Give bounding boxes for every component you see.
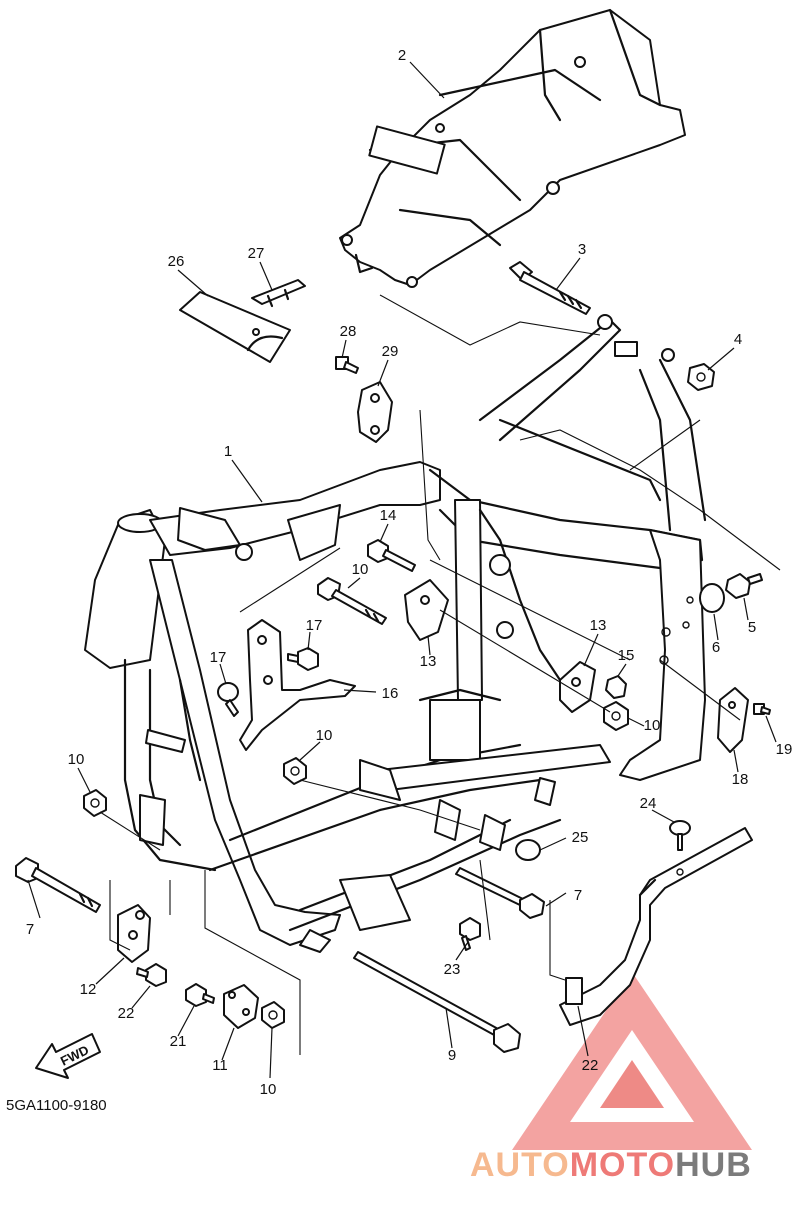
callout-22: 29 xyxy=(382,343,399,360)
bolt-8 xyxy=(317,577,387,625)
nut-10-right xyxy=(603,701,629,731)
callout-26: 24 xyxy=(640,795,657,812)
callout-13-right: 22 xyxy=(118,1005,135,1022)
diagram-code: 5GA1100-9180 xyxy=(6,1097,107,1114)
bracket-24 xyxy=(559,827,753,1026)
callout-28: 26 xyxy=(168,253,185,270)
callout-15: 13 xyxy=(420,653,437,670)
leader-lines xyxy=(27,61,777,1079)
bolt-13-left xyxy=(185,983,215,1007)
bolt-16 xyxy=(367,539,416,572)
callout-7-right: 7 xyxy=(574,887,582,904)
callout-7-left: 7 xyxy=(26,921,34,938)
svg-text:AUTOMOTOHUB: AUTOMOTOHUB xyxy=(470,1146,752,1184)
screw-26 xyxy=(669,820,691,851)
clip-29 xyxy=(251,279,306,308)
bolt-9 xyxy=(353,951,521,1053)
callout-18: 16 xyxy=(382,685,399,702)
plate-11 xyxy=(223,984,259,1029)
nut-10-bottom xyxy=(261,1001,285,1029)
nut-10-mid xyxy=(283,757,307,785)
watermark-logo xyxy=(512,972,752,1150)
callout-10-mid: 10 xyxy=(316,727,333,744)
callout-10-right: 10 xyxy=(644,717,661,734)
callout-11: 11 xyxy=(212,1057,228,1074)
watermark-part1: AUTO xyxy=(470,1146,570,1184)
callout-20: 18 xyxy=(732,771,749,788)
callout-19-upper: 17 xyxy=(306,617,323,634)
nut-10-left xyxy=(83,789,107,817)
callout-10-bottom: 10 xyxy=(260,1081,277,1098)
bolt-25 xyxy=(459,917,481,951)
rear-fender xyxy=(339,8,686,288)
callout-4: 4 xyxy=(734,331,742,348)
bolt-13-right xyxy=(136,963,167,987)
bolt-19-lower xyxy=(217,682,239,717)
callout-23: 28 xyxy=(340,323,357,340)
bolt-3 xyxy=(509,261,591,315)
callout-24: 22 xyxy=(582,1057,599,1074)
bolt-23 xyxy=(335,356,359,374)
callout-9: 9 xyxy=(448,1047,456,1064)
watermark-part3: HUB xyxy=(675,1146,752,1184)
bracket-22 xyxy=(357,381,393,443)
bracket-18 xyxy=(239,619,356,751)
fwd-arrow-icon: FWD xyxy=(35,1033,101,1079)
bolt-19-upper xyxy=(287,647,319,671)
callout-8: 10 xyxy=(352,561,369,578)
callout-13-left: 21 xyxy=(170,1033,187,1050)
callout-2: 2 xyxy=(398,47,406,64)
nut-17 xyxy=(605,675,627,699)
callout-12: 12 xyxy=(80,981,97,998)
nut-4 xyxy=(687,363,715,391)
callout-1: 1 xyxy=(224,443,232,460)
callout-25: 23 xyxy=(444,961,461,978)
bracket-15 xyxy=(404,579,449,641)
main-frame xyxy=(84,314,707,953)
callout-labels: 2 3 4 5 6 1 10 14 13 13 15 10 18 19 16 1… xyxy=(26,47,793,1098)
callout-14: 13 xyxy=(590,617,607,634)
cover-plate-28 xyxy=(179,291,291,363)
bolt-7-left xyxy=(15,857,101,913)
bracket-20 xyxy=(717,687,749,753)
bolt-7-right xyxy=(455,867,545,919)
callout-5: 5 xyxy=(748,619,756,636)
callout-17: 15 xyxy=(618,647,635,664)
bolt-21 xyxy=(753,703,771,715)
callout-21: 19 xyxy=(776,741,793,758)
callout-3: 3 xyxy=(578,241,586,258)
bolt-5 xyxy=(725,573,763,599)
callout-19-lower: 17 xyxy=(210,649,227,666)
callout-27: 25 xyxy=(572,829,589,846)
callout-16: 14 xyxy=(380,507,397,524)
callout-10-left: 10 xyxy=(68,751,85,768)
callout-29: 27 xyxy=(248,245,265,262)
alignment-lines xyxy=(99,294,781,1055)
watermark-part2: MOTO xyxy=(570,1146,675,1184)
cap-6 xyxy=(699,583,725,613)
callout-6: 6 xyxy=(712,639,720,656)
cap-27 xyxy=(515,839,541,861)
bracket-12 xyxy=(117,904,151,963)
watermark-text: AUTOMOTOHUB xyxy=(470,1146,752,1184)
bracket-14 xyxy=(559,661,596,713)
